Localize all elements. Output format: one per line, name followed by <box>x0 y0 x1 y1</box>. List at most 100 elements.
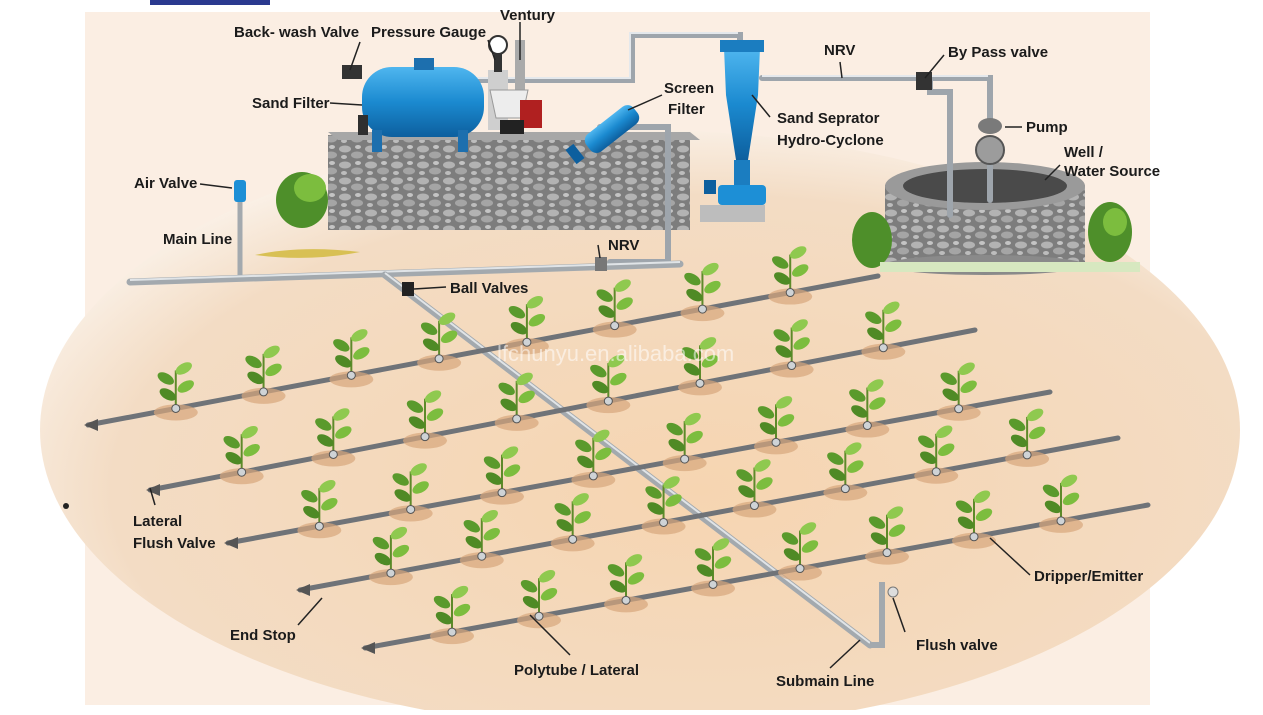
screen-filter-label-2: Filter <box>668 101 705 118</box>
plant-leaf <box>592 380 609 394</box>
plant-leaf <box>888 524 906 537</box>
dripper-emitter <box>749 501 759 511</box>
plant-leaf <box>485 472 503 485</box>
plant-leaf <box>625 554 643 567</box>
plant-leaf <box>510 321 528 335</box>
plant-leaf <box>869 397 886 410</box>
plant-leaf <box>353 347 370 360</box>
plant-leaf <box>616 297 633 310</box>
plant-leaf <box>957 516 975 530</box>
plant-leaf <box>849 389 866 402</box>
main-line-label: Main Line <box>163 231 232 248</box>
screen-filter-label-1: Screen <box>664 80 714 97</box>
plant-leaf <box>1026 408 1044 422</box>
lateral-line <box>362 502 1151 651</box>
dripper-emitter <box>346 370 356 380</box>
dripper-emitter <box>534 611 544 621</box>
nrv-top-label: NRV <box>824 42 855 59</box>
hydrocyclone <box>704 40 766 205</box>
bullet-dot <box>63 503 69 509</box>
venturi-label: Ventury <box>500 7 556 24</box>
end-stop-label: End Stop <box>230 627 296 644</box>
plant-leaf <box>265 363 282 377</box>
dripper-emitter <box>1022 450 1032 460</box>
plant-leaf <box>867 327 884 341</box>
submain-label: Submain Line <box>776 673 874 690</box>
plant-leaf <box>435 611 453 625</box>
plant-leaf <box>508 305 526 319</box>
dripper-emitter <box>708 579 718 589</box>
plant-leaf <box>245 355 262 369</box>
plant-leaf <box>757 406 775 419</box>
plant-leaf <box>301 489 318 503</box>
plant-leaf <box>759 422 777 435</box>
plant-leaf <box>390 526 408 540</box>
plant-leaf <box>483 527 500 541</box>
plant-leaf <box>1028 426 1046 440</box>
plant-leaf <box>1010 434 1028 448</box>
plant-leaf <box>736 469 753 482</box>
plant-leaf <box>1060 474 1078 488</box>
plant-leaf <box>528 313 546 327</box>
plant-leaf <box>738 485 755 498</box>
lateral-line <box>225 389 1053 546</box>
plant-leaf <box>665 494 682 507</box>
lateral-flush-label-1: Lateral <box>133 513 182 530</box>
plant-leaf <box>520 579 538 593</box>
dripper-emitter <box>659 517 669 527</box>
plant-leaf <box>177 380 194 393</box>
plant-leaf <box>940 372 957 386</box>
plant-leaf <box>777 414 795 427</box>
plant-leaf <box>426 408 444 421</box>
dripper-emitter <box>588 471 598 481</box>
plant-leaf <box>684 272 701 286</box>
plant-leaf <box>867 379 884 392</box>
dripper-emitter <box>785 288 795 298</box>
plant-leaf <box>702 262 719 276</box>
plant-leaf <box>847 460 864 473</box>
plant-leaf <box>704 280 721 294</box>
plant-leaf <box>518 390 535 404</box>
plant-leaf <box>422 338 440 352</box>
plant-leaf <box>775 345 792 358</box>
plant-leaf <box>394 489 411 502</box>
lateral-line <box>85 273 881 428</box>
plant-leaf <box>453 603 471 617</box>
plant-leaf <box>577 455 594 469</box>
plant-leaf <box>420 322 438 336</box>
plant-leaf <box>538 569 556 583</box>
plant-leaf <box>756 477 773 490</box>
plant-leaf <box>351 329 368 342</box>
plant-leaf <box>865 311 882 325</box>
plant-leaf <box>845 442 862 455</box>
dripper-emitter <box>447 627 457 637</box>
screen-filter <box>565 105 640 165</box>
plant-leaf <box>683 363 701 376</box>
plant-leaf <box>936 425 953 439</box>
plant-leaf <box>696 564 714 577</box>
plant-leaf <box>392 544 410 558</box>
plant-leaf <box>408 416 426 429</box>
plant-leaf <box>686 430 703 444</box>
plant-leaf <box>955 500 973 514</box>
plant-leaf <box>772 256 789 269</box>
dripper-emitter <box>862 421 872 431</box>
plant-leaf <box>516 372 533 386</box>
pump <box>916 72 1005 165</box>
plant-leaf <box>684 412 701 426</box>
watermark: lfchunyu.en.alibaba.com <box>497 341 734 366</box>
bypass-valve-label: By Pass valve <box>948 44 1048 61</box>
plant-leaf <box>333 408 350 421</box>
dripper-emitter <box>697 304 707 314</box>
polytube-label: Polytube / Lateral <box>514 662 639 679</box>
plant-leaf <box>593 429 610 443</box>
leader-lines <box>149 22 1061 669</box>
plant-leaf <box>498 382 515 396</box>
nrv-main-label: NRV <box>608 237 639 254</box>
plant-leaf <box>885 319 902 333</box>
plant-leaf <box>781 532 799 545</box>
plant-leaf <box>792 264 809 277</box>
plant-leaf <box>775 396 793 409</box>
plant-leaf <box>607 564 625 577</box>
